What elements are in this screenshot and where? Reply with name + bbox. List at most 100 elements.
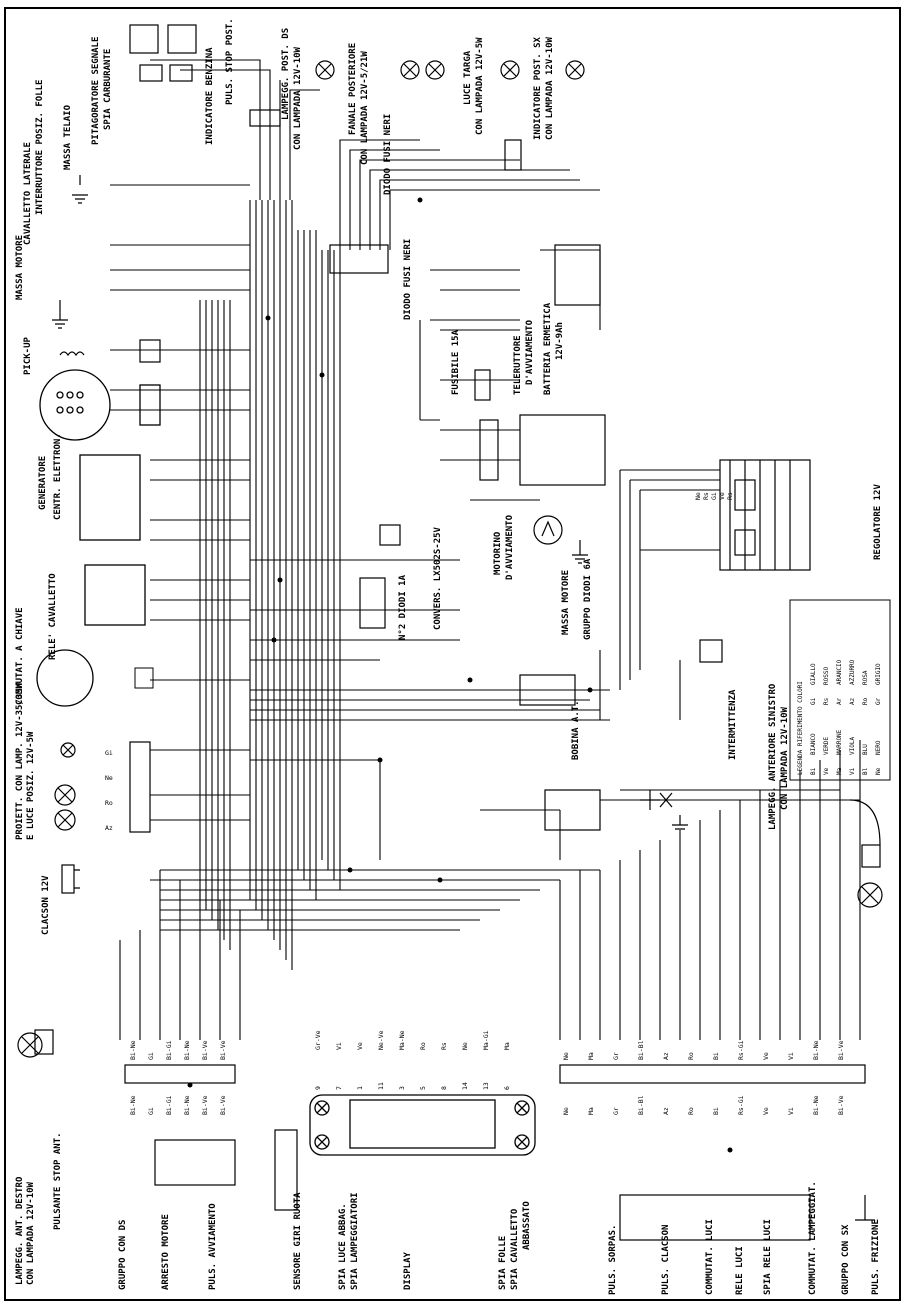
- label-convers: CONVERS. LX502S-25V: [433, 526, 443, 630]
- label-puls-sorpasso: PULS. SORPAS.: [608, 1225, 618, 1295]
- wire-code: Ma: [587, 1052, 595, 1060]
- label-lampegg-ant-sx: LAMPEGG. ANTERIORE SINISTRO: [768, 683, 778, 830]
- wire-code: Gr: [612, 1107, 620, 1115]
- wire-code: Ro: [105, 799, 113, 807]
- labels: LAMPEGG. ANT. DESTRO CON LAMPADA 12V-10W…: [15, 18, 883, 1295]
- label-spia-carburante: SPIA CARBURANTE: [103, 49, 113, 130]
- wire-code: Gi: [710, 492, 718, 500]
- wire-code: Ne: [562, 1052, 570, 1060]
- legend-cell: VIOLA: [849, 737, 856, 755]
- label-batteria-2: 12V-9Ah: [555, 322, 565, 360]
- label-lampegg-ant-destro-lamp: CON LAMPADA 12V-10W: [26, 1181, 36, 1285]
- wire-code-labels: Bi-NeBi-NeGiGiBi-GiBi-GiBi-NeBi-NeBi-VeB…: [105, 492, 845, 1115]
- wire-code: Bi-Ne: [183, 1095, 191, 1115]
- label-fanale-post-lamp: CON LAMPADA 12V-5/21W: [360, 51, 370, 165]
- wire-code: Bi: [712, 1107, 720, 1115]
- wire-code: 11: [377, 1082, 385, 1090]
- puls-frizione-symbol: [855, 1195, 875, 1221]
- label-pick-up: PICK-UP: [23, 336, 33, 375]
- label-luce-targa-lamp: CON LAMPADA 12V-5W: [475, 37, 485, 135]
- label-rele-cavalletto: RELE' CAVALLETTO: [48, 573, 58, 660]
- wire-code: Gr: [612, 1052, 620, 1060]
- label-bobina-at: BOBINA A.T.: [571, 700, 581, 760]
- wire-code: Ne: [105, 774, 113, 782]
- wire-code: Bi-Ne: [812, 1040, 820, 1060]
- label-teleruttore: TELERUTTORE: [513, 335, 523, 395]
- wire-code: 14: [461, 1082, 469, 1090]
- legend-cell: Vi: [849, 767, 856, 775]
- right-connector-block: [559, 1064, 866, 1084]
- label-interr-folle: INTERRUTTORE POSIZ. FOLLE: [35, 80, 45, 215]
- legend-cell: Ma: [836, 767, 843, 775]
- label-luce-targa: LUCE TARGA: [463, 50, 473, 105]
- wire-code: 6: [503, 1086, 511, 1090]
- label-batteria: BATTERIA ERMETICA: [543, 302, 553, 395]
- label-diodi-1a: N°2 DIODI 1A: [398, 574, 408, 640]
- display-unit: [309, 1094, 536, 1156]
- label-lampegg-post-ds-lamp: CON LAMPADA 12V-10W: [293, 46, 303, 150]
- legend-cell: GRIGIO: [875, 663, 882, 685]
- label-massa-motore-2: MASSA MOTORE: [561, 570, 571, 635]
- wire-code: Bi-Ve: [837, 1040, 845, 1060]
- lampegg-ant-sx-symbol: [849, 799, 883, 908]
- label-regolatore: REGOLATORE 12V: [873, 484, 883, 560]
- legend-cell: GIALLO: [810, 663, 817, 685]
- wire-code: Bi-Ve: [201, 1095, 209, 1115]
- wire-code: Ro: [419, 1042, 427, 1050]
- wire-code: Vi: [787, 1052, 795, 1060]
- wire-code: Bi-Ve: [201, 1040, 209, 1060]
- wire-code: 5: [419, 1086, 427, 1090]
- legend-cell: Ne: [875, 767, 882, 775]
- wire-code: Bi-Ve: [837, 1095, 845, 1115]
- sheet-border: [4, 7, 901, 1301]
- label-massa-telaio: MASSA TELAIO: [63, 104, 73, 170]
- centr-elettron-box: [79, 454, 141, 541]
- legend-cell: Bi: [810, 767, 817, 775]
- label-fanale-posteriore: FANALE POSTERIORE: [348, 43, 358, 135]
- gruppo-ds-box: [154, 1139, 236, 1186]
- legend-cell: Ro: [862, 697, 869, 705]
- label-lampegg-post-ds: LAMPEGG. POST. DS: [281, 28, 291, 120]
- commutat-chiave-symbol: [36, 649, 94, 707]
- wire-code: Bi-Ve: [219, 1040, 227, 1060]
- legend-table: [789, 599, 891, 781]
- legend-cell: VERDE: [823, 737, 830, 755]
- legend-cell: ROSA: [862, 670, 869, 685]
- label-pulsante-stop-ant: PULSANTE STOP ANT.: [53, 1132, 63, 1230]
- wire-code: Ro: [687, 1052, 695, 1060]
- sensore-giri-box: [274, 1129, 298, 1211]
- commutat-chiave-connector: [134, 667, 154, 689]
- battery-relay-group: [474, 244, 606, 564]
- wire-code: Ne: [694, 492, 702, 500]
- label-proiett: PROIETT. CON LAMP. 12V-35/35W: [15, 682, 25, 840]
- legend-cell: Rs: [823, 697, 830, 705]
- wire-code: Bi-Ve: [219, 1095, 227, 1115]
- wire-code: Ne-Ve: [377, 1030, 385, 1050]
- wire-code: Gi: [147, 1052, 155, 1060]
- massa-motore-ground: [52, 300, 68, 329]
- top-components: [72, 24, 585, 274]
- label-centr-elettron: CENTR. ELETTRON.: [53, 433, 63, 520]
- label-intermittenza: INTERMITTENZA: [728, 689, 738, 760]
- harness-bundle: [110, 59, 861, 1040]
- wire-code: Rs-Gi: [737, 1040, 745, 1060]
- wire-code: Rs: [726, 492, 734, 500]
- wire-code: Bi-Ne: [129, 1095, 137, 1115]
- label-commutat-lampeggiat: COMMUTAT. LAMPEGGIAT.: [808, 1181, 818, 1295]
- label-spia-lampeggiatori: SPIA LAMPEGGIATORI: [350, 1192, 360, 1290]
- wire-code: Ve: [762, 1107, 770, 1115]
- legend-cell: BLU: [862, 744, 869, 755]
- label-indicatore-post-sx: INDICATORE POST. SX: [533, 36, 543, 140]
- wire-code: Ne: [562, 1107, 570, 1115]
- label-spia-luce-abbag: SPIA LUCE ABBAG.: [338, 1203, 348, 1290]
- label-proiett-2: E LUCE POSIZ. 12V-5W: [26, 731, 36, 840]
- label-generatore: GENERATORE: [38, 456, 48, 510]
- label-puls-clacson: PULS. CLACSON: [661, 1225, 671, 1295]
- label-gruppo-diodi: GRUPPO DIODI 6A: [583, 558, 593, 640]
- legend-cell: Gi: [810, 697, 817, 705]
- label-spia-cavalletto-2: ABBASSATO: [522, 1201, 532, 1250]
- label-spia-cavalletto: SPIA CAVALLETTO: [510, 1208, 520, 1290]
- label-motorino: MOTORINO: [493, 531, 503, 575]
- wire-code: 1: [356, 1086, 364, 1090]
